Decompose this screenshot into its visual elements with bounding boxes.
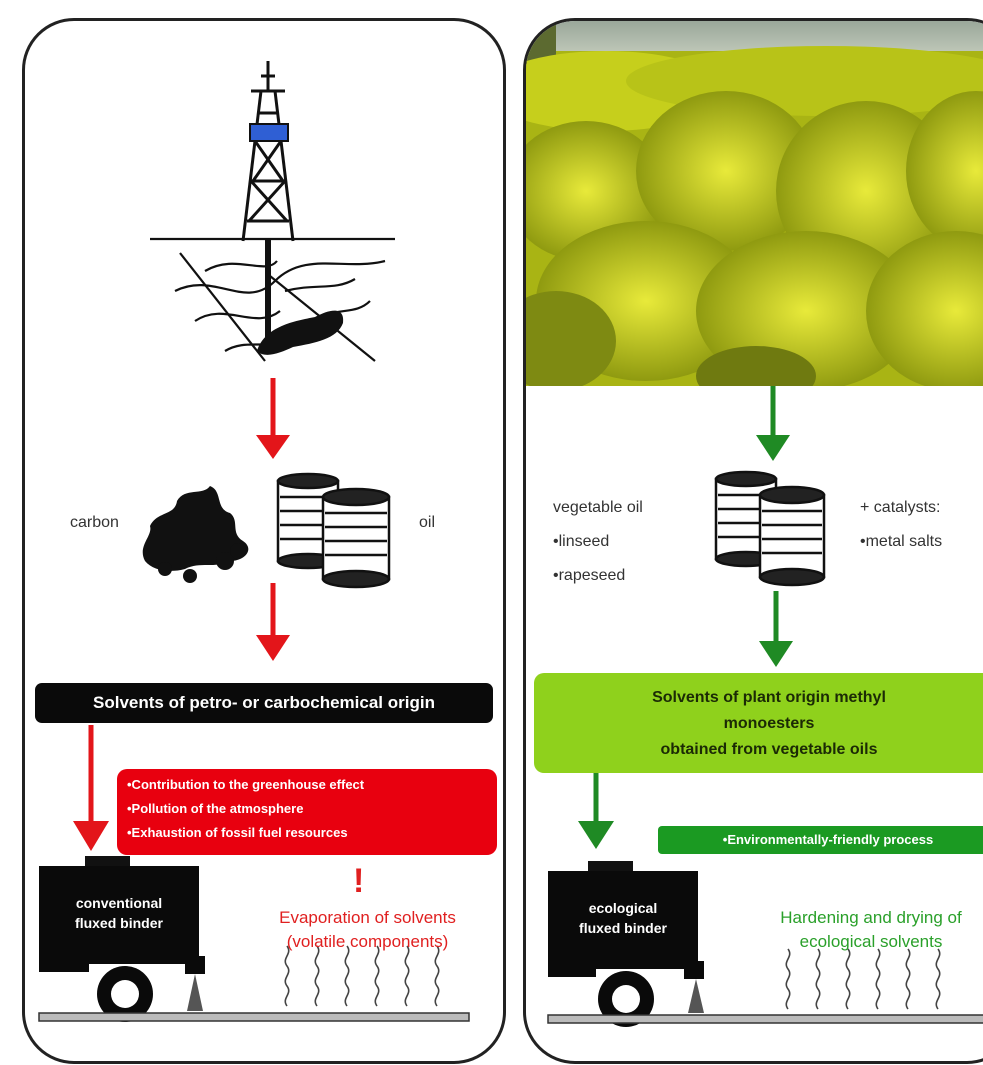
coal-pile-icon [142,486,249,583]
oil-derrick-icon [241,61,295,242]
plant-origin-illustration [547,386,983,1027]
eco-process-tag: •Environmentally-friendly process [658,826,983,854]
catalyst-item: •metal salts [860,533,943,550]
oil-item: •rapeseed [553,567,626,584]
vapor-wave-icon [284,945,440,1007]
spray-nozzle-icon [688,979,704,1013]
evaporation-text: Evaporation of solvents (volatile compon… [279,908,456,951]
arrow-down-icon [256,378,290,459]
conventional-truck-label: conventional fluxed binder [75,895,163,931]
arrow-down-icon [756,386,790,461]
impact-item: •Exhaustion of fossil fuel resources [127,825,348,840]
arrow-down-icon [256,583,290,661]
petrochemical-solvents-bar: Solvents of petro- or carbochemical orig… [35,683,493,723]
hardening-text: Hardening and drying of ecological solve… [780,908,962,951]
catalysts-label: + catalysts: [860,499,941,516]
derrick-block [249,123,289,142]
carbon-label: carbon [70,514,119,531]
plant-origin-panel: vegetable oil •linseed •rapeseed + catal… [523,18,983,1064]
oil-barrels-icon [276,472,391,589]
warning-exclamation: ! [353,862,365,900]
tanker-truck-icon [39,856,205,1022]
petrochemical-illustration [38,61,470,1022]
arrow-down-icon [73,725,109,851]
ecological-truck-label: ecological fluxed binder [579,900,667,936]
plant-solvents-bar: Solvents of plant origin methyl monoeste… [534,673,983,773]
tanker-truck-icon [548,861,704,1027]
rapeseed-field-photo [526,21,983,386]
impact-item: •Contribution to the greenhouse effect [127,777,365,792]
road-surface [547,1014,983,1024]
oil-deposit [257,310,344,355]
petrochemical-panel: carbon oil Solvents of petro- or carboch… [22,18,506,1064]
impact-item: •Pollution of the atmosphere [127,801,304,816]
vapor-wave-icon [785,948,941,1010]
oil-item: •linseed [553,533,610,550]
oil-barrels-icon [714,470,826,587]
environmental-impacts-box: •Contribution to the greenhouse effect •… [117,769,497,855]
spray-nozzle-icon [187,974,203,1011]
oil-label: oil [419,514,436,531]
arrow-down-icon [759,591,793,667]
vegetable-oil-label: vegetable oil [553,499,643,516]
arrow-down-icon [578,773,614,849]
road-surface [38,1012,470,1022]
